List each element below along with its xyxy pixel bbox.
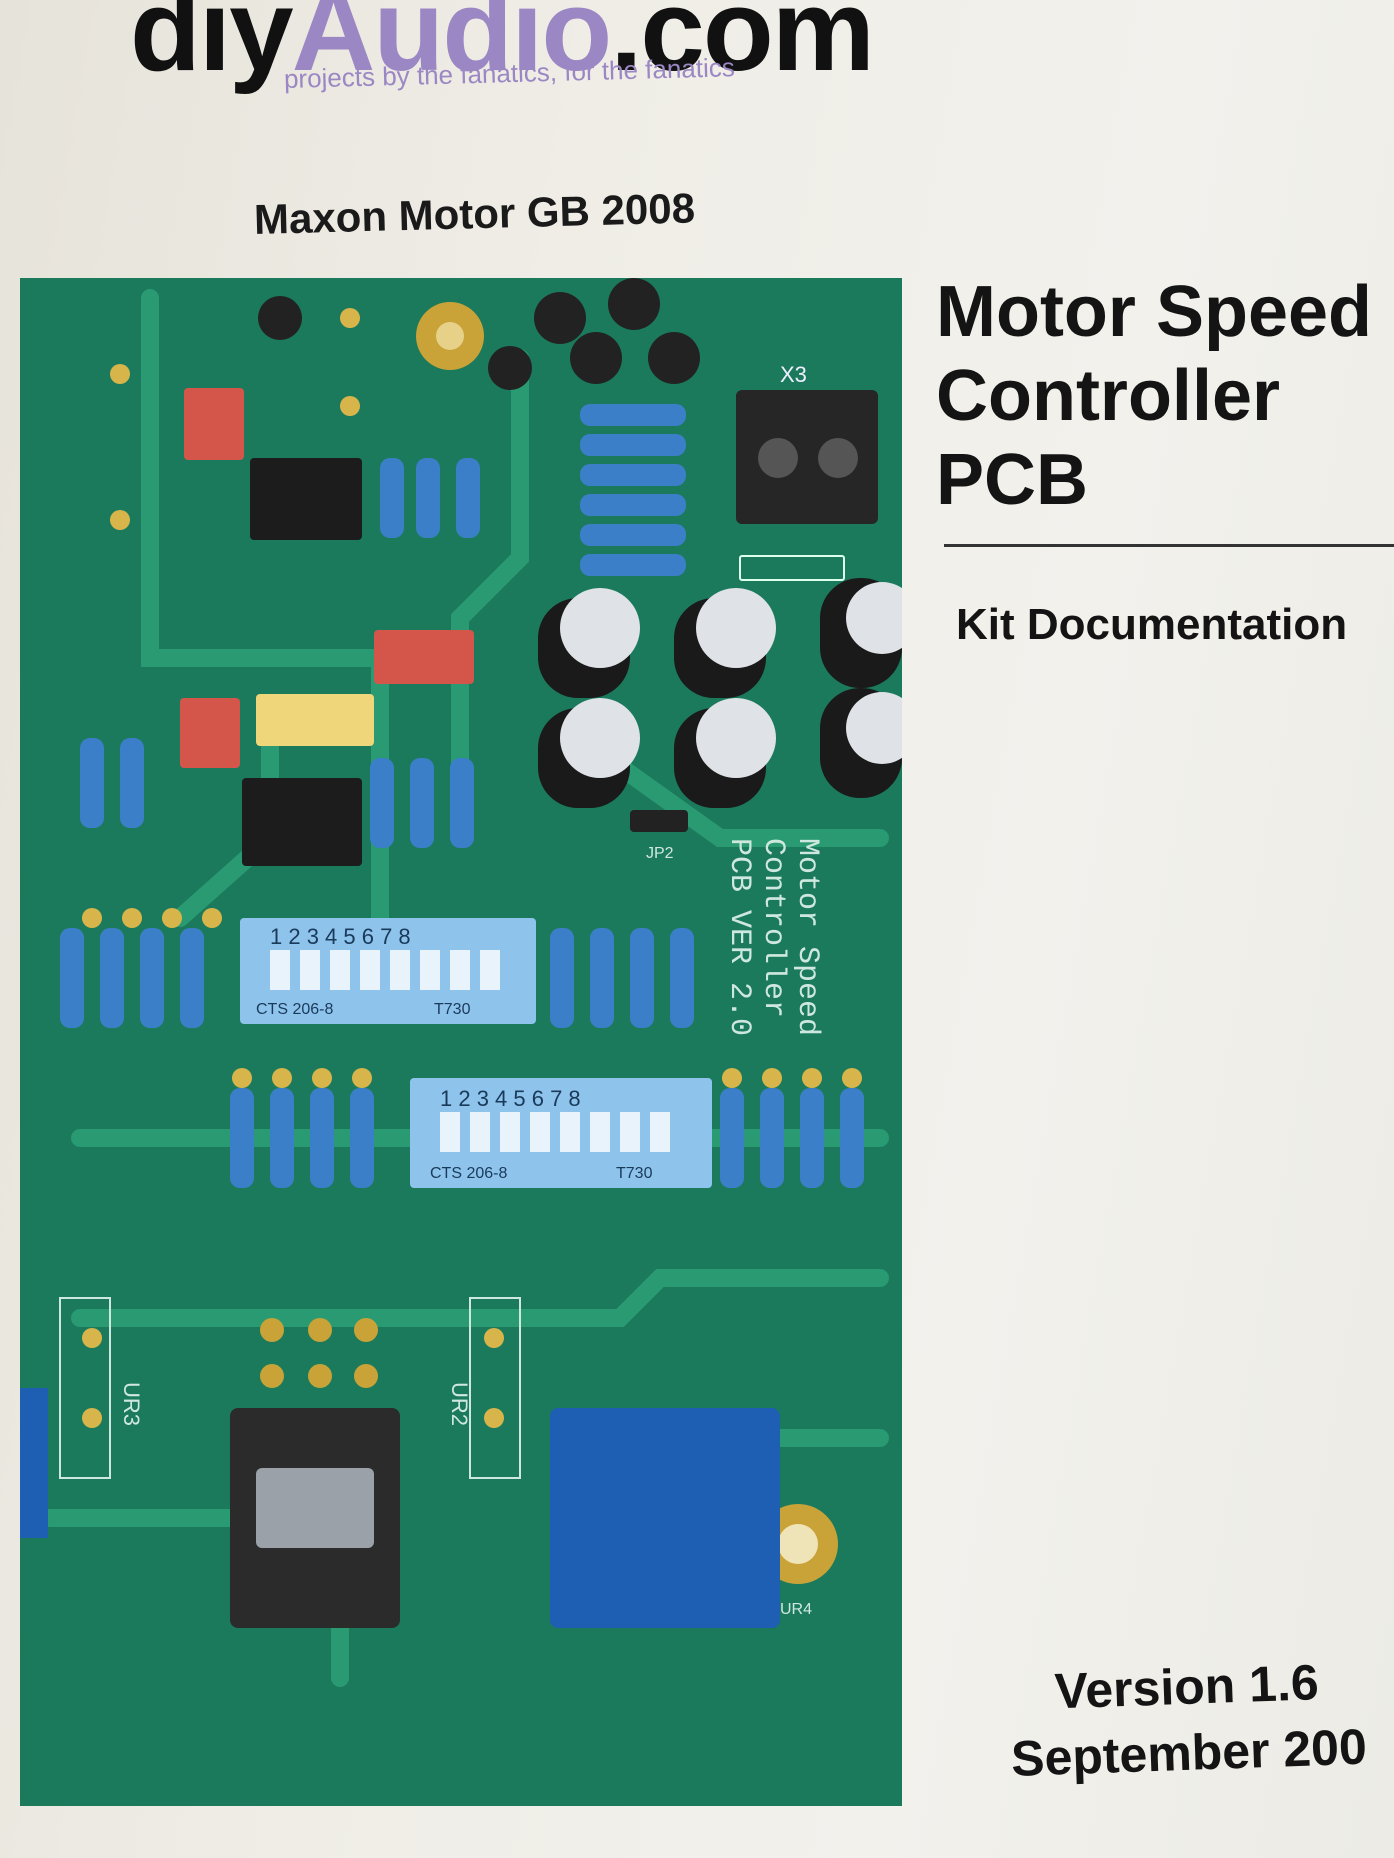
connector-label: X3 <box>780 362 807 387</box>
silkscreen-line-3: PCB VER 2.0 <box>722 838 756 1036</box>
silkscreen-title: Motor Speed Controller PCB VER 2.0 <box>722 838 824 1036</box>
trimmer-outline <box>59 1297 111 1479</box>
version-number: Version 1.6 <box>1053 1654 1320 1720</box>
capacitor <box>374 630 474 684</box>
resistor-group <box>580 404 845 581</box>
trimmer-potentiometer <box>550 1408 780 1628</box>
document-title: Motor Speed Controller PCB <box>936 270 1372 522</box>
dip-switch-2-label: CTS 206-8 <box>430 1165 507 1182</box>
title-divider <box>944 544 1394 547</box>
version-date: September 200 <box>1010 1718 1368 1787</box>
diyaudio-logo: diyAudio.com projects by the fanatics, f… <box>130 0 875 95</box>
trimmer-label-ur3: UR3 <box>119 1382 144 1426</box>
trimmer-outline <box>469 1297 521 1479</box>
trimmer-label-ur4: UR4 <box>780 1601 812 1618</box>
dip-switch-1 <box>240 918 536 1024</box>
dip-switch-2-numbers: 1 2 3 4 5 6 7 8 <box>440 1086 581 1111</box>
pcb-photo: X3 <box>20 278 902 1806</box>
capacitor <box>180 698 240 768</box>
transistors <box>258 278 700 390</box>
silkscreen-line-1: Motor Speed <box>790 838 824 1036</box>
capacitor <box>184 388 244 460</box>
header-pins <box>260 1318 378 1388</box>
ic-chip <box>242 778 362 866</box>
silkscreen-line-2: Controller <box>756 838 790 1018</box>
electrolytic-capacitors <box>538 578 902 808</box>
dip-switch-1-label: CTS 206-8 <box>256 1001 333 1018</box>
title-line-2: Controller <box>936 356 1281 436</box>
capacitor <box>256 694 374 746</box>
document-subtitle: Maxon Motor GB 2008 <box>253 184 696 243</box>
kit-documentation-label: Kit Documentation <box>956 600 1348 649</box>
version-block: Version 1.6 September 200 <box>1008 1648 1368 1792</box>
jumper-jp2 <box>630 810 688 832</box>
title-line-3: PCB <box>936 440 1089 520</box>
dip-switch-1-numbers: 1 2 3 4 5 6 7 8 <box>270 924 411 949</box>
dip-switch-2-code: T730 <box>616 1165 653 1182</box>
terminal-block-x3 <box>736 390 878 524</box>
logo-wordmark: diyAudio.com <box>130 0 875 95</box>
jumper-label: JP2 <box>646 845 674 862</box>
resistor-group <box>60 458 864 1188</box>
title-line-1: Motor Speed <box>936 272 1373 352</box>
ic-chip <box>250 458 362 540</box>
solder-pads <box>82 308 862 1428</box>
dip-switch-1-code: T730 <box>434 1001 471 1018</box>
trimmer-potentiometer <box>20 1388 48 1538</box>
trimmer-label-ur2: UR2 <box>447 1382 472 1426</box>
